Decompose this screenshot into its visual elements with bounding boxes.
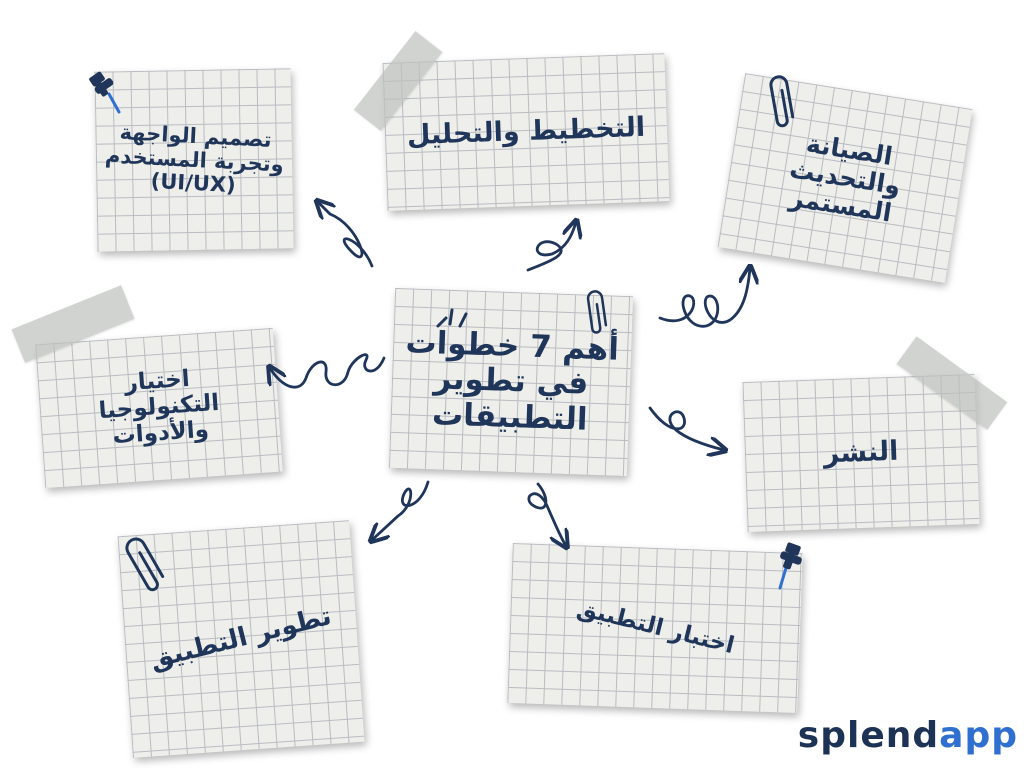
paper-clip-icon: [125, 537, 165, 592]
push-pin-icon: [778, 542, 802, 590]
arrow-to-maintenance: [658, 268, 750, 328]
push-pin-icon: [89, 71, 121, 114]
paper-clip-icon: [769, 75, 795, 128]
logo-text-main: splend: [797, 715, 940, 756]
brand-logo: splendapp: [798, 718, 1018, 754]
arrow-to-deployment: [648, 406, 724, 450]
burst-lines-icon: [436, 308, 468, 328]
arrow-to-planning: [526, 222, 576, 272]
paper-clip-icon: [586, 290, 608, 334]
arrow-to-technology: [270, 353, 386, 389]
arrow-to-testing: [527, 482, 566, 546]
arrow-to-development: [372, 480, 430, 540]
arrow-to-uiux: [318, 202, 374, 268]
logo-text-accent: app: [939, 715, 1018, 756]
